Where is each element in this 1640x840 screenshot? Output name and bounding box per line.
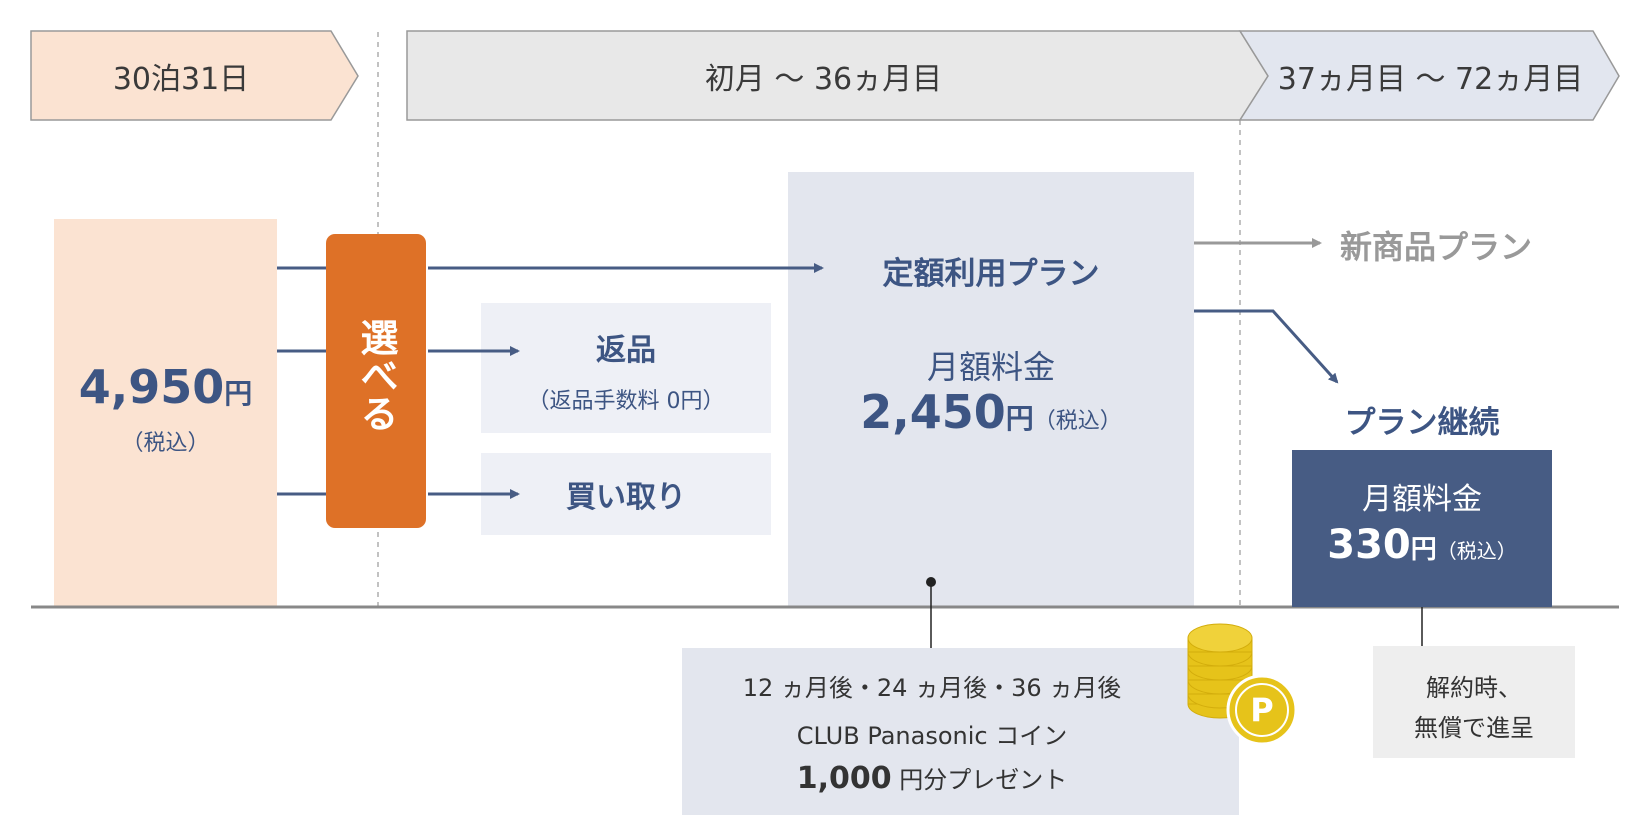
arrow-to-continue — [1194, 309, 1339, 384]
coin-amount: 1,000 — [796, 761, 892, 796]
phase-arrow-later — [1238, 30, 1620, 121]
coin-box-line3: 1,000 円分プレゼント — [682, 760, 1182, 796]
cancel-box — [1373, 646, 1575, 758]
phase-label-later: 37ヵ月目 〜 72ヵ月目 — [1277, 61, 1584, 97]
phase-arrow-trial — [30, 30, 359, 121]
plan-box — [788, 172, 1194, 607]
trial-column — [54, 219, 277, 607]
coin-box-line3-rest: 円分プレゼント — [891, 766, 1068, 794]
cancel-line2: 無償で進呈 — [1414, 714, 1534, 742]
continue-price-amount: 330 — [1327, 522, 1411, 568]
plan-title: 定額利用プラン — [882, 256, 1100, 292]
continue-price-tax: （税込） — [1436, 539, 1517, 563]
phase-label-trial: 30泊31日 — [112, 61, 250, 97]
return-box — [481, 303, 771, 433]
choose-pill — [326, 234, 426, 528]
coin-box-line2: CLUB Panasonic コイン — [796, 722, 1068, 750]
buyout-box — [481, 453, 771, 535]
choose-label: 選べる — [354, 318, 398, 432]
plan-fee-label: 月額料金 — [926, 348, 1055, 386]
trial-price-amount: 4,950 — [78, 360, 225, 414]
coin-box-line1: 12 ヵ月後・24 ヵ月後・36 ヵ月後 — [742, 674, 1122, 702]
new-product-plan: 新商品プラン — [1340, 228, 1533, 266]
continue-plan-title: プラン継続 — [1344, 405, 1500, 441]
continue-fee-label: 月額料金 — [1362, 482, 1482, 517]
continue-price: 330円（税込） — [1292, 522, 1552, 568]
trial-price-tax: （税込） — [121, 431, 210, 456]
cancel-line1: 解約時、 — [1426, 674, 1522, 702]
plan-price: 2,450円（税込） — [788, 385, 1194, 439]
phase-label-main: 初月 〜 36ヵ月目 — [704, 61, 943, 97]
continue-plan-box — [1292, 450, 1552, 607]
plan-price-amount: 2,450 — [860, 385, 1006, 439]
plan-price-tax: （税込） — [1033, 409, 1122, 434]
trial-price-unit: 円 — [224, 377, 253, 410]
coin-stack-icon — [1187, 623, 1298, 746]
buyout-label: 買い取り — [566, 480, 686, 515]
coin-symbol: P — [1250, 691, 1274, 729]
return-title: 返品 — [596, 333, 656, 368]
continue-price-unit: 円 — [1410, 535, 1437, 565]
return-note: （返品手数料 0円） — [527, 389, 725, 414]
coin-box — [682, 648, 1239, 815]
trial-price: 4,950円 — [54, 360, 277, 414]
plan-price-unit: 円 — [1005, 402, 1034, 435]
